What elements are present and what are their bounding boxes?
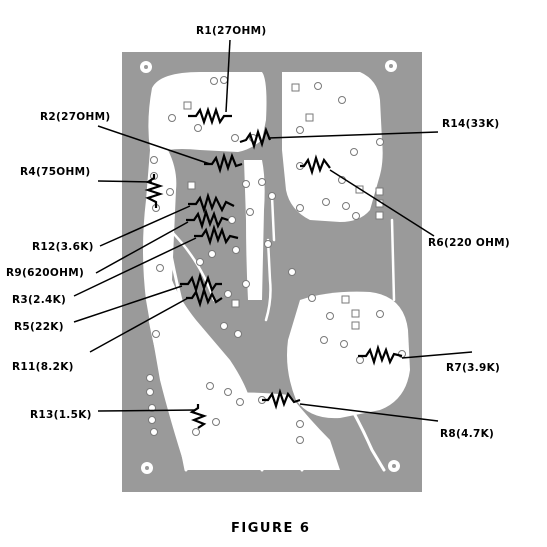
resistor-r8 [262,388,301,410]
resistor-r4 [144,174,164,208]
mounting-holes [140,60,400,474]
resistor-r3 [194,224,239,246]
leader-lines [73,39,473,422]
copper-lower-right [287,291,410,419]
resistors [144,106,403,429]
label-r7: R7(3.9K) [446,362,500,374]
label-r5: R5(22K) [14,321,64,333]
label-r1: R1(27OHM) [196,25,266,37]
copper-upper-right [282,72,383,222]
label-r3: R3(2.4K) [12,294,66,306]
label-r11: R11(8.2K) [12,361,74,373]
resistor-r2 [204,152,243,174]
resistor-r11 [186,286,223,308]
component-pads [146,76,406,444]
label-r2: R2(27OHM) [40,111,110,123]
figure-caption: FIGURE 6 [231,521,310,536]
label-r9: R9(620OHM) [6,267,84,279]
resistor-labels: R1(27OHM) R2(27OHM) R14(33K) R4(75OHM) R… [6,25,510,440]
label-r4: R4(75OHM) [20,166,90,178]
resistor-r12 [188,192,235,214]
label-r14: R14(33K) [442,118,499,130]
label-r12: R12(3.6K) [32,241,94,253]
resistor-r5 [180,272,222,294]
resistor-r1 [188,106,232,126]
resistor-r13 [189,404,208,429]
label-r6: R6(220 OHM) [428,237,510,249]
resistor-r9 [186,208,229,230]
resistor-r14 [239,126,272,150]
copper-lower [200,392,340,470]
resistor-r6 [300,154,331,176]
label-r13: R13(1.5K) [30,409,92,421]
copper-center-strip [244,160,265,300]
resistor-r7 [358,344,403,366]
label-r8: R8(4.7K) [440,428,494,440]
